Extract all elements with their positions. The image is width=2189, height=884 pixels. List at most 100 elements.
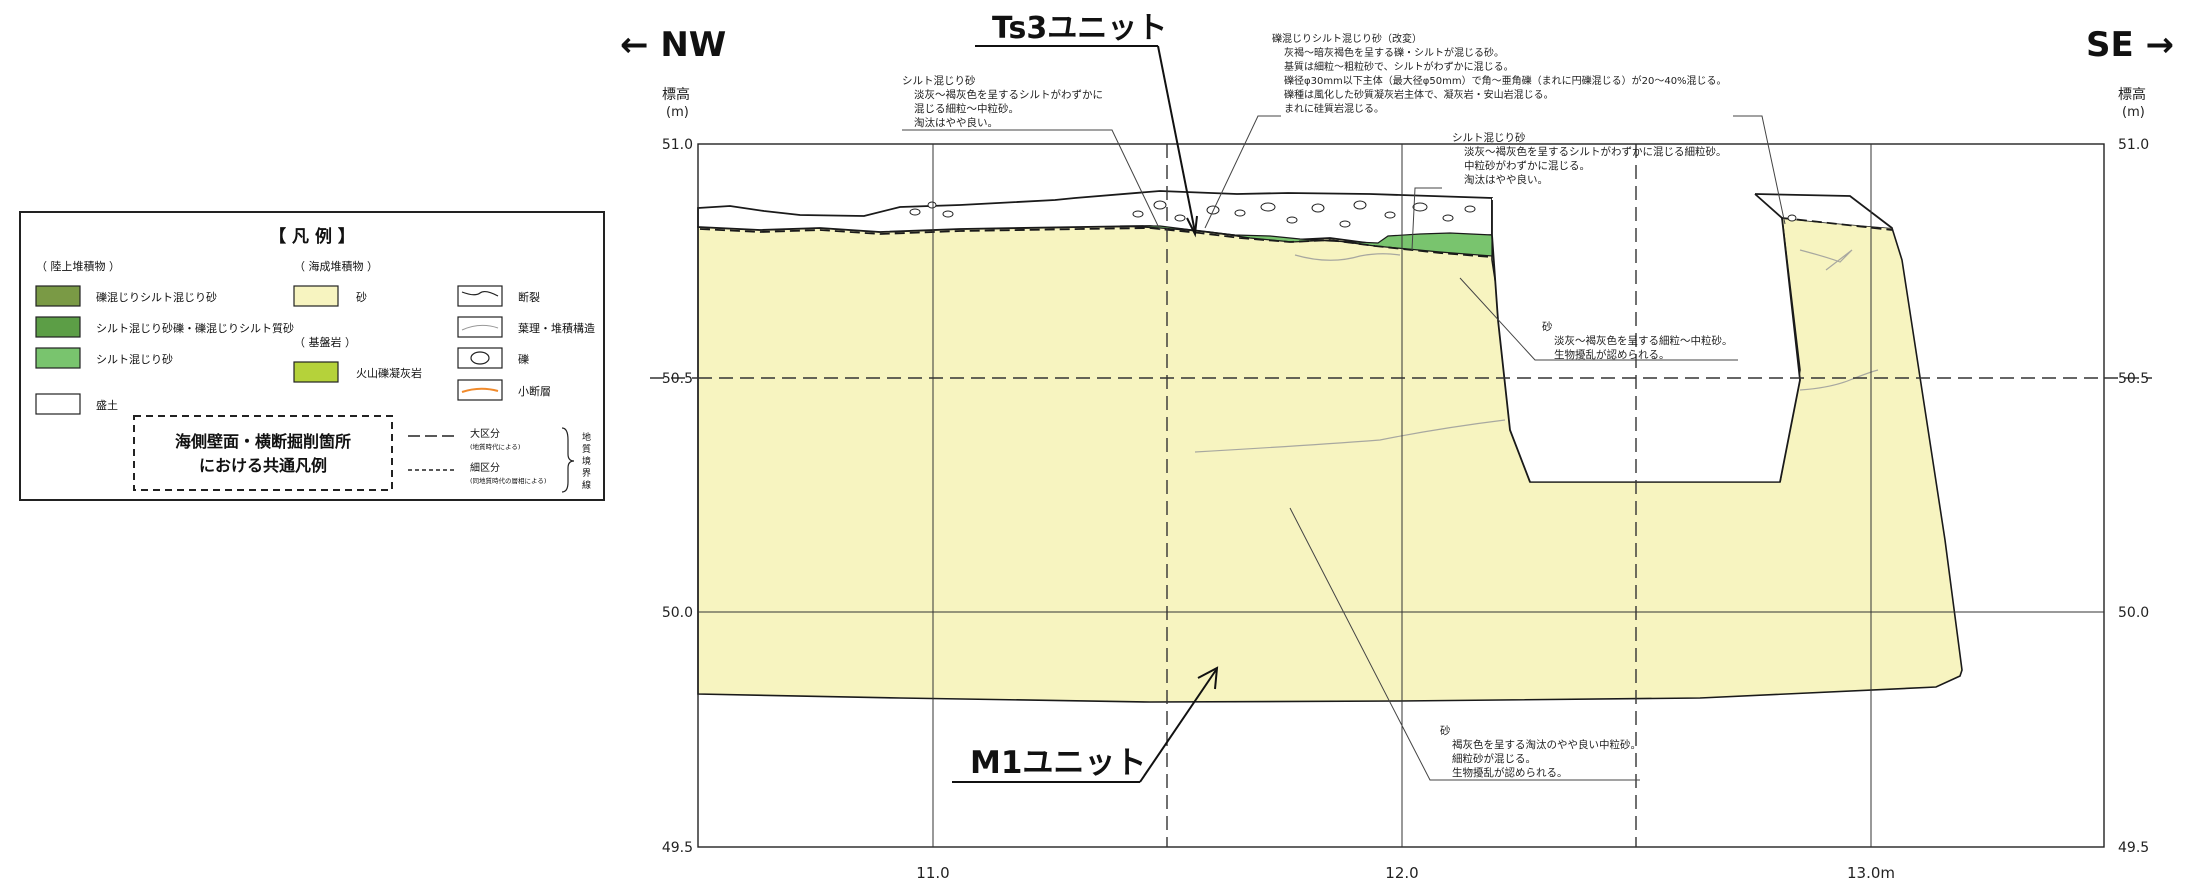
surface-right-trench xyxy=(1754,193,1893,229)
section-geology xyxy=(697,190,1963,703)
major-division-note: (地質時代による) xyxy=(470,442,520,451)
common-legend-line-2: における共通凡例 xyxy=(199,456,327,475)
plot-frame xyxy=(697,143,2105,848)
gravel-clasts xyxy=(909,200,1797,228)
y-tick-right-49-5: 49.5 xyxy=(2118,840,2149,856)
annotation-a3-title: シルト混じり砂 xyxy=(1452,131,1526,144)
direction-se: SE → xyxy=(2086,25,2174,65)
gravel-clast xyxy=(1234,209,1246,217)
ts3-arrow-line xyxy=(1157,45,1196,233)
gravel-clast xyxy=(1174,214,1186,222)
gravel-clast xyxy=(1260,202,1276,212)
annotation-a1-line: 淘汰はやや良い。 xyxy=(914,116,998,129)
ts3-arrow-head xyxy=(1186,215,1198,238)
y-tick-right-51-0: 51.0 xyxy=(2118,137,2149,153)
x-tick-11-0: 11.0 xyxy=(916,864,949,882)
annotation-a2-line: 礫径φ30mm以下主体（最大径φ50mm）で角〜亜角礫（まれに円礫混じる）が20… xyxy=(1284,74,1727,87)
legend-group-marine: （ 海成堆積物 ） xyxy=(294,259,378,273)
annotation-a1-title: シルト混じり砂 xyxy=(902,74,976,87)
annotation-a1-line: 混じる細粒〜中粒砂。 xyxy=(914,102,1019,115)
gravel-clast xyxy=(1286,216,1298,224)
swatch-sand xyxy=(293,285,339,307)
minor-division-label: 細区分 xyxy=(470,461,500,474)
annotation-a3-line: 中粒砂がわずかに混じる。 xyxy=(1464,159,1590,172)
legend-title: 【 凡 例 】 xyxy=(269,226,355,247)
annotation-a2-line: 基質は細粒〜粗粒砂で、シルトがわずかに混じる。 xyxy=(1284,60,1514,73)
lamina-line xyxy=(1799,369,1879,391)
annotation-a4-line: 生物擾乱が認められる。 xyxy=(1554,348,1670,361)
gravel-clast xyxy=(942,210,954,218)
lamina-symbol xyxy=(461,324,499,331)
boundary-char-1: 地 xyxy=(582,431,591,443)
legend-label-sand: 砂 xyxy=(356,291,367,304)
m1-arrow-head xyxy=(1197,666,1219,690)
boundary-char-4: 界 xyxy=(582,468,591,479)
gravel-clast xyxy=(927,201,937,209)
upper-boundary-dashed-right xyxy=(1781,217,1893,231)
gravel-clast xyxy=(1132,210,1144,218)
y-tick-right-50-5: 50.5 xyxy=(2118,371,2149,387)
legend: 【 凡 例 】 （ 陸上堆積物 ） （ 海成堆積物 ） （ 基盤岩 ） 礫混じり… xyxy=(19,211,605,501)
annotation-a5-line: 細粒砂が混じる。 xyxy=(1452,752,1536,765)
leader-a2 xyxy=(1204,115,1281,229)
y-axis-unit-left: (m) xyxy=(666,105,689,120)
legend-label-silty-sandy-gravel: シルト混じり砂礫・礫混じりシルト質砂 xyxy=(96,321,294,335)
swatch-silty-sandy-gravel xyxy=(35,316,81,338)
annotation-a4-line: 淡灰〜褐灰色を呈する細粒〜中粒砂。 xyxy=(1554,334,1733,347)
x-tick-13-0: 13.0m xyxy=(1847,864,1895,882)
legend-group-land: （ 陸上堆積物 ） xyxy=(36,259,120,273)
swatch-fault xyxy=(457,285,503,307)
legend-label-lamina: 葉理・堆積構造 xyxy=(518,321,595,335)
leader-a2-right xyxy=(1733,115,1786,225)
excavation-trench xyxy=(1492,194,1800,482)
y-tick-left-51-0: 51.0 xyxy=(662,137,693,153)
swatch-lamina xyxy=(457,316,503,338)
y-axis-title-right: 標高 xyxy=(2118,86,2146,103)
legend-label-fill: 盛土 xyxy=(96,398,118,412)
leader-a3 xyxy=(1411,187,1442,251)
boundary-char-2: 質 xyxy=(582,443,591,455)
direction-nw: ← NW xyxy=(620,25,726,65)
gravel-clast xyxy=(1353,200,1367,210)
annotation-texts: シルト混じり砂 淡灰〜褐灰色を呈するシルトがわずかに 混じる細粒〜中粒砂。 淘汰… xyxy=(902,32,1733,779)
legend-label-fault: 断裂 xyxy=(518,290,540,304)
legend-group-bedrock: （ 基盤岩 ） xyxy=(294,335,356,349)
gravel-clast xyxy=(1339,220,1351,228)
legend-label-gravelly-silty-sand: 礫混じりシルト混じり砂 xyxy=(96,290,217,304)
lamina-line xyxy=(1799,249,1853,271)
gravel-clast xyxy=(1153,200,1167,210)
common-legend-box xyxy=(133,415,393,491)
y-tick-left-50-5: 50.5 xyxy=(662,371,693,387)
y-tick-left-50-0: 50.0 xyxy=(662,605,693,621)
annotation-a2-line: まれに硅質岩混じる。 xyxy=(1284,102,1384,115)
ts3-unit-label: Ts3ユニット xyxy=(992,11,1167,46)
fault-symbol xyxy=(461,290,499,297)
leader-a5 xyxy=(1289,507,1640,781)
annotation-a4-title: 砂 xyxy=(1542,320,1553,333)
annotation-leaders xyxy=(902,115,1786,781)
annotation-a2-line: 礫種は風化した砂質凝灰岩主体で、凝灰岩・安山岩混じる。 xyxy=(1284,88,1554,101)
leader-a1 xyxy=(902,129,1161,231)
common-legend-line-1: 海側壁面・横断掘削箇所 xyxy=(175,432,351,451)
legend-label-gravel: 礫 xyxy=(518,352,529,366)
swatch-fill xyxy=(35,393,81,415)
gravel-clast xyxy=(1384,211,1396,219)
annotation-a1-line: 淡灰〜褐灰色を呈するシルトがわずかに xyxy=(914,88,1103,101)
lamina-line xyxy=(1194,419,1506,453)
m1-arrow-line xyxy=(1139,669,1217,783)
swatch-minor-fault xyxy=(457,379,503,401)
gravel-clast xyxy=(1787,214,1797,222)
section-grid xyxy=(650,143,2152,848)
annotation-a5-title: 砂 xyxy=(1440,724,1451,737)
gravel-clast xyxy=(909,208,921,216)
minor-fault-symbol xyxy=(461,387,499,393)
leader-a4 xyxy=(1459,277,1738,361)
swatch-silty-sand xyxy=(35,347,81,369)
annotation-a3-line: 淡灰〜褐灰色を呈するシルトがわずかに混じる細粒砂。 xyxy=(1464,145,1727,158)
x-tick-12-0: 12.0 xyxy=(1385,864,1418,882)
annotation-a2-line: 灰褐〜暗灰褐色を呈する礫・シルトが混じる砂。 xyxy=(1284,46,1504,59)
legend-label-silty-sand: シルト混じり砂 xyxy=(96,353,173,366)
major-division-label: 大区分 xyxy=(470,427,500,440)
swatch-tuff xyxy=(293,361,339,383)
